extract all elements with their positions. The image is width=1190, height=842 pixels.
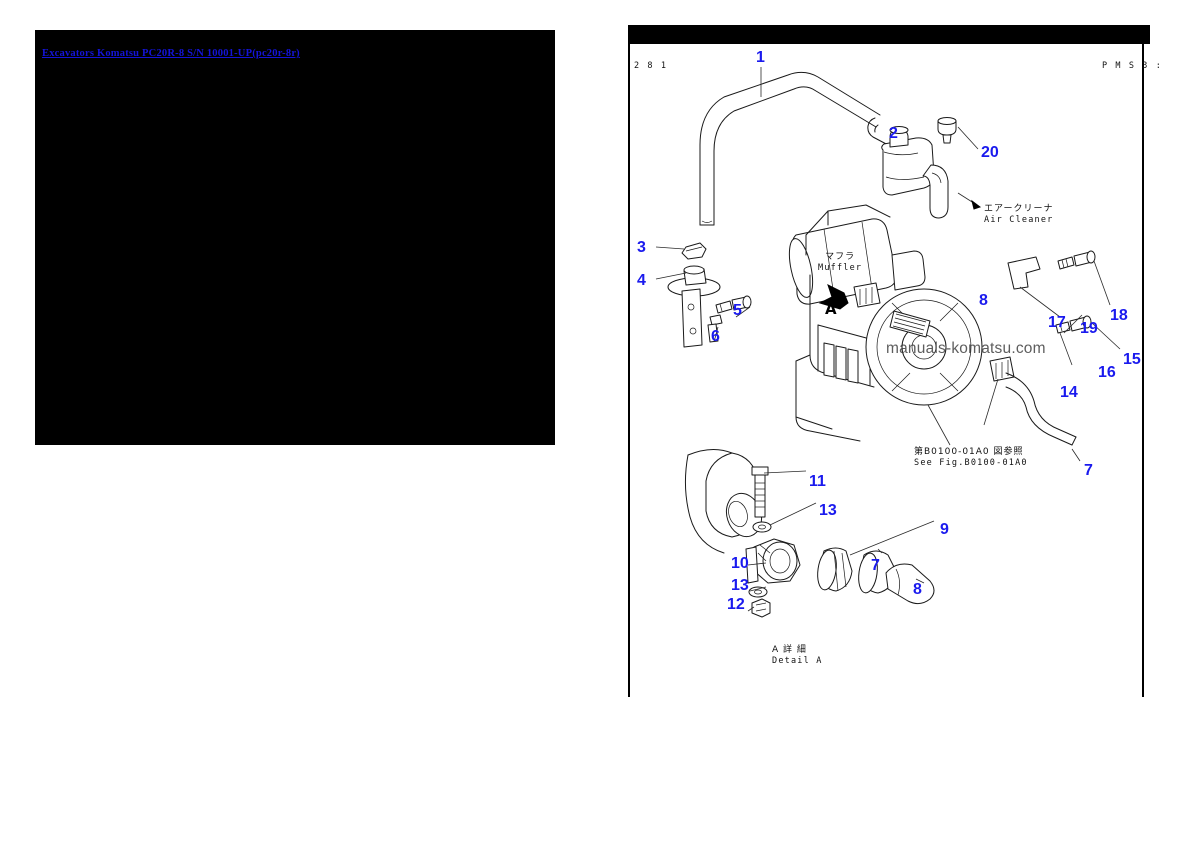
callout-number: 17 — [1048, 314, 1066, 331]
catalog-header-panel: Excavators Komatsu PC20R-8 S/N 10001-UP(… — [35, 30, 555, 445]
callout-number: 8 — [913, 581, 922, 598]
callout-number: 4 — [637, 272, 646, 289]
label-air-cleaner: エアークリーナ Air Cleaner — [984, 203, 1054, 227]
label-detail-a-romaji: Detail A — [772, 656, 823, 667]
label-detail-a-cjk: A 詳 細 — [772, 645, 807, 655]
sheet-code-top-left: 2 8 1 — [634, 61, 668, 71]
callout-number: 18 — [1110, 307, 1128, 324]
callout-number: 3 — [637, 239, 646, 256]
label-figure-reference-cjk: 第B0100-01A0 図参照 — [914, 447, 1024, 457]
label-muffler-romaji: Muffler — [818, 263, 863, 274]
watermark: manuals-komatsu.com — [886, 340, 1046, 357]
sheet-border-left — [628, 44, 630, 697]
label-figure-reference: 第B0100-01A0 図参照 See Fig.B0100-01A0 — [914, 446, 1028, 470]
callout-number: 8 — [979, 292, 988, 309]
label-muffler: マフラ Muffler — [818, 251, 862, 275]
label-detail-a: A 詳 細 Detail A — [772, 644, 823, 668]
label-figure-reference-romaji: See Fig.B0100-01A0 — [914, 458, 1028, 469]
exploded-parts-artwork — [655, 67, 1121, 618]
callout-number: 1 — [756, 49, 765, 66]
callout-number: 14 — [1060, 384, 1078, 401]
callout-number: 13 — [819, 502, 837, 519]
label-muffler-cjk: マフラ — [825, 252, 856, 262]
callout-number: 12 — [727, 596, 745, 613]
callout-number: 5 — [733, 302, 742, 319]
section-marker-a: A — [825, 300, 837, 318]
callout-number: 15 — [1123, 351, 1141, 368]
callout-number: 2 — [889, 125, 898, 142]
callout-number: 7 — [1084, 462, 1093, 479]
callout-number: 20 — [981, 144, 999, 161]
callout-number: 11 — [809, 473, 826, 490]
callout-number: 6 — [711, 328, 720, 345]
sheet-code-top-right: P M S 3 : — [1102, 61, 1163, 71]
parts-diagram-sheet: 2 8 1 P M S 3 : — [628, 25, 1161, 697]
callout-number: 10 — [731, 555, 749, 572]
sheet-top-bar — [628, 25, 1150, 44]
catalog-breadcrumb-link[interactable]: Excavators Komatsu PC20R-8 S/N 10001-UP(… — [42, 48, 300, 59]
callout-number: 19 — [1080, 320, 1098, 337]
sheet-border-right — [1142, 44, 1144, 697]
callout-number: 16 — [1098, 364, 1116, 381]
label-air-cleaner-romaji: Air Cleaner — [984, 215, 1054, 226]
callout-number: 7 — [871, 557, 880, 574]
callout-number: 9 — [940, 521, 949, 538]
label-air-cleaner-cjk: エアークリーナ — [984, 204, 1054, 214]
callout-number: 13 — [731, 577, 749, 594]
